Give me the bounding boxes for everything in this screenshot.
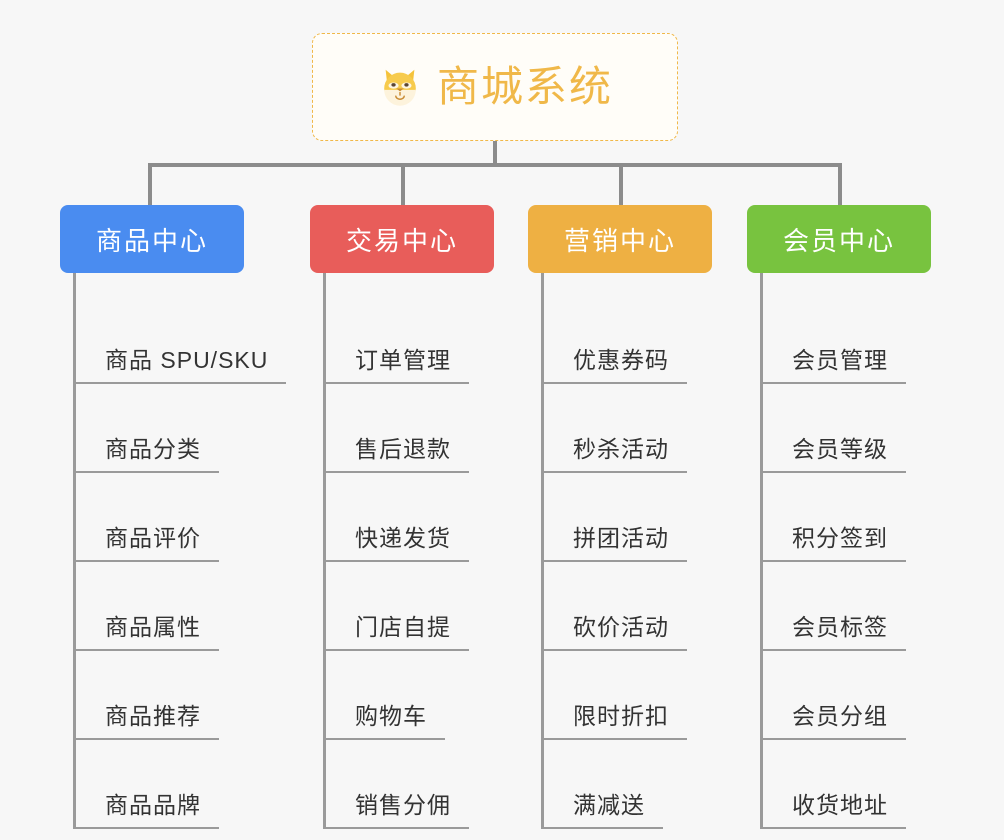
list-item[interactable]: 商品评价 bbox=[60, 473, 244, 562]
list-item[interactable]: 收货地址 bbox=[747, 740, 931, 829]
branch-items-product-center: 商品 SPU/SKU 商品分类 商品评价 商品属性 商品推荐 商品品牌 bbox=[60, 273, 287, 829]
list-item[interactable]: 砍价活动 bbox=[528, 562, 712, 651]
connector-root-stem bbox=[493, 141, 497, 167]
branch-items-trade-center: 订单管理 售后退款 快递发货 门店自提 购物车 销售分佣 bbox=[310, 273, 494, 829]
list-item[interactable]: 积分签到 bbox=[747, 473, 931, 562]
leaf-label: 商品评价 bbox=[73, 519, 219, 562]
branch-items-member-center: 会员管理 会员等级 积分签到 会员标签 会员分组 收货地址 bbox=[747, 273, 931, 829]
list-item[interactable]: 商品品牌 bbox=[60, 740, 244, 829]
leaf-label: 商品推荐 bbox=[73, 697, 219, 740]
leaf-label: 门店自提 bbox=[323, 608, 469, 651]
leaf-label: 售后退款 bbox=[323, 430, 469, 473]
list-item[interactable]: 商品属性 bbox=[60, 562, 244, 651]
leaf-label: 商品分类 bbox=[73, 430, 219, 473]
branch-header-product-center[interactable]: 商品中心 bbox=[60, 205, 244, 273]
list-item[interactable]: 购物车 bbox=[310, 651, 494, 740]
leaf-label: 商品属性 bbox=[73, 608, 219, 651]
branch-label: 会员中心 bbox=[782, 225, 895, 256]
list-item[interactable]: 门店自提 bbox=[310, 562, 494, 651]
leaf-label: 收货地址 bbox=[760, 786, 906, 829]
leaf-label: 购物车 bbox=[323, 697, 445, 740]
list-item[interactable]: 满减送 bbox=[528, 740, 712, 829]
leaf-label: 秒杀活动 bbox=[541, 430, 687, 473]
list-item[interactable]: 售后退款 bbox=[310, 384, 494, 473]
branch-header-member-center[interactable]: 会员中心 bbox=[747, 205, 931, 273]
list-item[interactable]: 销售分佣 bbox=[310, 740, 494, 829]
branch-header-marketing-center[interactable]: 营销中心 bbox=[528, 205, 712, 273]
branch-member-center: 会员中心 会员管理 会员等级 积分签到 会员标签 会员分组 收货地址 bbox=[747, 205, 931, 829]
leaf-label: 订单管理 bbox=[323, 341, 469, 384]
branch-spine bbox=[541, 273, 544, 829]
list-item[interactable]: 会员分组 bbox=[747, 651, 931, 740]
list-item[interactable]: 商品推荐 bbox=[60, 651, 244, 740]
leaf-label: 会员分组 bbox=[760, 697, 906, 740]
connector-drop-trade-center bbox=[401, 163, 405, 207]
leaf-label: 商品 SPU/SKU bbox=[73, 341, 287, 384]
leaf-label: 限时折扣 bbox=[541, 697, 687, 740]
leaf-label: 快递发货 bbox=[323, 519, 469, 562]
branch-trade-center: 交易中心 订单管理 售后退款 快递发货 门店自提 购物车 销售分佣 bbox=[310, 205, 494, 829]
list-item[interactable]: 拼团活动 bbox=[528, 473, 712, 562]
root-node[interactable]: 商城系统 bbox=[312, 33, 678, 141]
leaf-label: 会员标签 bbox=[760, 608, 906, 651]
list-item[interactable]: 秒杀活动 bbox=[528, 384, 712, 473]
leaf-label: 商品品牌 bbox=[73, 786, 219, 829]
branch-label: 交易中心 bbox=[345, 225, 458, 256]
leaf-label: 拼团活动 bbox=[541, 519, 687, 562]
dog-face-icon bbox=[377, 64, 423, 110]
list-item[interactable]: 会员标签 bbox=[747, 562, 931, 651]
leaf-label: 会员等级 bbox=[760, 430, 906, 473]
leaf-label: 积分签到 bbox=[760, 519, 906, 562]
branch-marketing-center: 营销中心 优惠券码 秒杀活动 拼团活动 砍价活动 限时折扣 满减送 bbox=[528, 205, 712, 829]
list-item[interactable]: 限时折扣 bbox=[528, 651, 712, 740]
branch-spine bbox=[760, 273, 763, 829]
connector-drop-product-center bbox=[148, 163, 152, 207]
connector-horizontal-bus bbox=[150, 163, 842, 167]
branch-items-marketing-center: 优惠券码 秒杀活动 拼团活动 砍价活动 限时折扣 满减送 bbox=[528, 273, 712, 829]
leaf-label: 会员管理 bbox=[760, 341, 906, 384]
branch-header-trade-center[interactable]: 交易中心 bbox=[310, 205, 494, 273]
branch-label: 营销中心 bbox=[563, 225, 676, 256]
branch-label: 商品中心 bbox=[95, 225, 208, 256]
list-item[interactable]: 优惠券码 bbox=[528, 295, 712, 384]
connector-drop-member-center bbox=[838, 163, 842, 207]
leaf-label: 砍价活动 bbox=[541, 608, 687, 651]
list-item[interactable]: 会员等级 bbox=[747, 384, 931, 473]
leaf-label: 满减送 bbox=[541, 786, 663, 829]
branch-spine bbox=[323, 273, 326, 829]
list-item[interactable]: 订单管理 bbox=[310, 295, 494, 384]
leaf-label: 优惠券码 bbox=[541, 341, 687, 384]
leaf-label: 销售分佣 bbox=[323, 786, 469, 829]
branch-product-center: 商品中心 商品 SPU/SKU 商品分类 商品评价 商品属性 商品推荐 商品品牌 bbox=[60, 205, 287, 829]
list-item[interactable]: 会员管理 bbox=[747, 295, 931, 384]
root-title: 商城系统 bbox=[436, 63, 613, 110]
list-item[interactable]: 商品分类 bbox=[60, 384, 244, 473]
connector-drop-marketing-center bbox=[619, 163, 623, 207]
list-item[interactable]: 商品 SPU/SKU bbox=[60, 295, 287, 384]
branch-spine bbox=[73, 273, 76, 829]
list-item[interactable]: 快递发货 bbox=[310, 473, 494, 562]
